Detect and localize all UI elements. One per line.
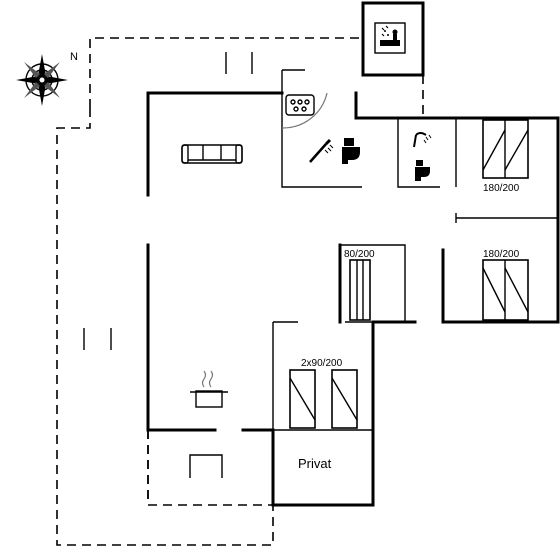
toilet-icon: [342, 138, 360, 164]
room-label-private: Privat: [298, 456, 332, 471]
shower-icon-2: [413, 132, 432, 148]
cooking-pot-icon: [190, 370, 228, 408]
shower-icon: [309, 138, 334, 163]
bed-label-second: 180/200: [483, 249, 520, 260]
toilet-icon-2: [415, 160, 430, 181]
bed-master: [482, 119, 529, 179]
jacuzzi-icon: [285, 94, 315, 116]
door-swing: [281, 92, 328, 129]
bed-single: [349, 259, 371, 321]
sauna-room: [361, 1, 425, 77]
sauna-icon: [380, 25, 400, 46]
north-label: N: [70, 51, 78, 63]
bed-twin: [289, 369, 358, 429]
window-marks: [83, 52, 253, 478]
bed-label-master: 180/200: [483, 183, 520, 194]
compass-rose-icon: [16, 54, 68, 106]
interior-walls: [272, 69, 558, 431]
bed-label-single: 80/200: [344, 249, 375, 260]
exterior-walls: [146, 91, 560, 507]
sofa-icon: [181, 144, 243, 164]
bed-label-twin: 2x90/200: [301, 358, 343, 369]
bed-second: [482, 259, 529, 321]
